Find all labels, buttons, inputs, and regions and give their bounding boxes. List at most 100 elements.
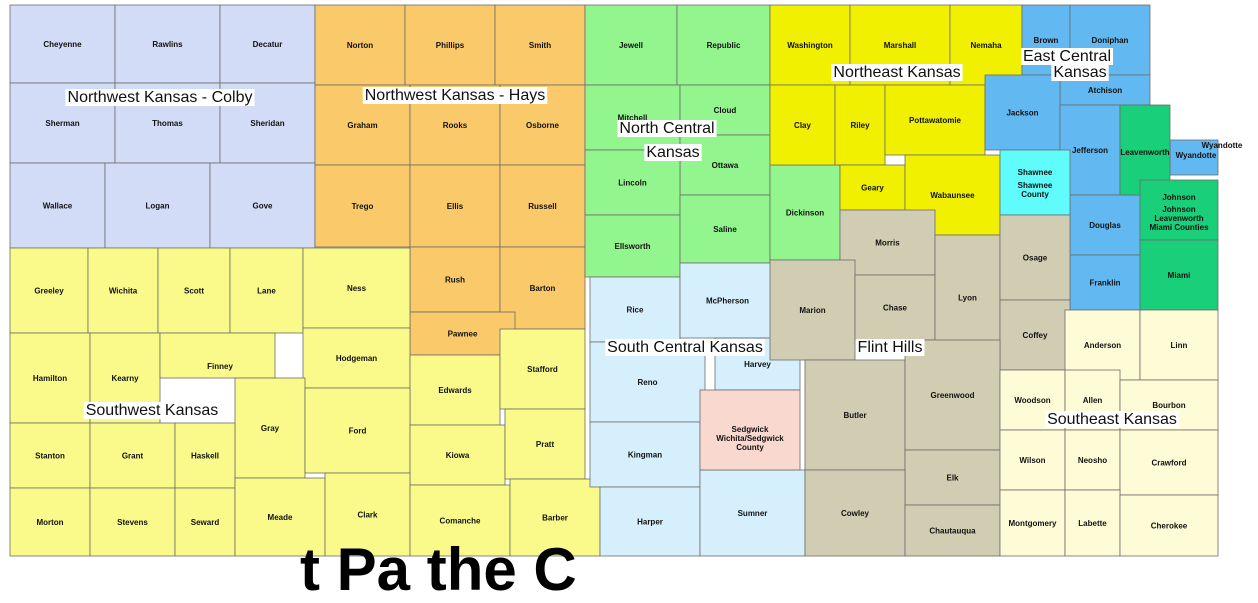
county-logan: Logan (104, 162, 211, 249)
county-lane-label: Lane (257, 287, 276, 296)
county-lane: Lane (229, 247, 304, 334)
county-rooks-label: Rooks (443, 121, 468, 130)
county-sedgwick: Sedgwick (699, 389, 801, 471)
county-rush-label: Rush (445, 276, 465, 285)
county-harper-label: Harper (637, 518, 663, 527)
region-label-northeast: Northeast Kansas (833, 64, 960, 81)
county-hamilton-label: Hamilton (33, 374, 67, 383)
county-wilson-label: Wilson (1019, 456, 1045, 465)
county-butler-shape (804, 359, 906, 471)
county-marion: Marion (769, 259, 856, 361)
county-kiowa-shape (409, 424, 506, 486)
county-riley-shape (834, 84, 886, 166)
county-norton-shape (314, 4, 406, 86)
county-hamilton: Hamilton (9, 332, 91, 424)
bottom-cut-text: t Pa the C (300, 536, 577, 603)
county-lincoln-label: Lincoln (618, 179, 647, 188)
county-republic-shape (676, 4, 771, 86)
county-smith-shape (494, 4, 586, 86)
county-gray-label: Gray (261, 424, 280, 433)
region-label-north-central-2-bg (644, 144, 702, 161)
county-clark-label: Clark (357, 511, 378, 520)
county-pottawatomie: Pottawatomie (884, 84, 986, 156)
county-jewell-label: Jewell (619, 41, 643, 50)
county-meade: Meade (234, 477, 326, 557)
county-kiowa: Kiowa (409, 424, 506, 486)
county-mitchell: Mitchell (584, 84, 681, 151)
county-mcpherson-shape (679, 262, 776, 339)
county-sherman-label: Sherman (45, 119, 79, 128)
county-wichita-label: Wichita (109, 287, 138, 296)
county-allen-label: Allen (1083, 396, 1103, 405)
county-douglas: Douglas (1069, 194, 1141, 256)
region-label-north-central-1-bg (617, 120, 717, 137)
county-neosho: Neosho (1064, 429, 1121, 491)
county-johnson-label: Johnson (1162, 193, 1195, 202)
county-miami-label: Miami (1168, 271, 1191, 280)
county-wyandotte-label: Wyandotte (1176, 151, 1217, 160)
county-anderson-shape (1064, 309, 1141, 381)
region-label-northeast-bg (831, 64, 963, 81)
county-coffey-label: Coffey (1023, 331, 1048, 340)
county-haskell: Haskell (174, 422, 236, 489)
county-stanton-label: Stanton (35, 452, 65, 461)
county-crawford-label: Crawford (1151, 459, 1186, 468)
county-cowley: Cowley (804, 469, 906, 557)
county-cloud-label: Cloud (714, 106, 737, 115)
county-finney: Finney (159, 332, 276, 379)
region-label-nw-colby-bg (65, 89, 255, 106)
shawnee-note-2: County (1021, 190, 1049, 199)
county-thomas-label: Thomas (152, 119, 183, 128)
county-barber-shape (509, 478, 601, 557)
county-republic: Republic (676, 4, 771, 86)
county-sedgwick-shape (699, 389, 801, 471)
county-kingman-label: Kingman (628, 451, 662, 460)
county-scott-label: Scott (184, 287, 204, 296)
county-dickinson-shape (769, 164, 841, 261)
county-hodgeman-label: Hodgeman (336, 354, 377, 363)
county-ellis: Ellis (409, 164, 501, 248)
county-edwards-label: Edwards (438, 386, 472, 395)
county-stafford: Stafford (499, 328, 586, 410)
county-comanche: Comanche (409, 484, 511, 557)
county-clay-label: Clay (794, 121, 811, 130)
county-reno-label: Reno (638, 378, 658, 387)
county-gove-shape (209, 162, 316, 249)
county-linn: Linn (1139, 309, 1219, 381)
county-russell-shape (499, 164, 586, 248)
county-wyandotte-shape (1169, 139, 1219, 176)
county-graham-shape (314, 84, 411, 166)
county-brown-label: Brown (1034, 36, 1059, 45)
county-montgomery-label: Montgomery (1009, 519, 1058, 528)
county-barton: Barton (499, 246, 586, 330)
county-stevens: Stevens (89, 487, 176, 557)
county-osage-shape (999, 214, 1071, 301)
county-pratt-label: Pratt (536, 440, 555, 449)
county-hamilton-shape (9, 332, 91, 424)
county-kiowa-label: Kiowa (446, 451, 470, 460)
county-franklin-shape (1069, 254, 1141, 311)
county-pawnee-label: Pawnee (448, 330, 478, 339)
county-wabaunsee-label: Wabaunsee (930, 191, 975, 200)
county-logan-shape (104, 162, 211, 249)
county-cheyenne-label: Cheyenne (43, 40, 82, 49)
county-phillips-shape (404, 4, 496, 86)
county-harvey-label: Harvey (744, 360, 771, 369)
county-decatur: Decatur (219, 4, 316, 84)
region-label-southeast: Southeast Kansas (1047, 411, 1177, 428)
county-mcpherson-label: McPherson (706, 297, 749, 306)
county-stafford-shape (499, 328, 586, 410)
county-norton-label: Norton (347, 41, 373, 50)
county-pratt-shape (504, 408, 586, 480)
county-phillips: Phillips (404, 4, 496, 86)
county-coffey: Coffey (999, 299, 1071, 371)
johnson-note-1: Johnson (1162, 205, 1195, 214)
region-label-north-central-1: North Central (619, 120, 714, 137)
region-label-south-central-bg (605, 339, 765, 356)
county-wallace-label: Wallace (43, 202, 73, 211)
sedgwick-note-2: County (736, 443, 764, 452)
county-rawlins-shape (114, 4, 221, 84)
county-montgomery: Montgomery (999, 489, 1066, 557)
county-gray: Gray (234, 377, 306, 479)
county-graham: Graham (314, 84, 411, 166)
